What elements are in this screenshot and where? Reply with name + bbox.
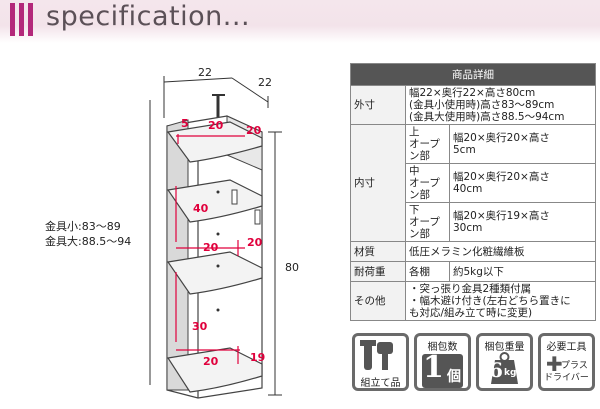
tools-line1: プラス <box>561 361 588 371</box>
other-line3: も対応/組み立て時に変更) <box>409 307 533 319</box>
inner-low-v2: 30cm <box>453 222 483 234</box>
dim-mid-opening-depth: 20 <box>247 236 263 249</box>
dim-top-opening-depth: 20 <box>246 124 262 137</box>
outer-size-line1: 幅22×奥行22×高さ80cm <box>409 87 536 99</box>
inner-mid-v1: 幅20×奥行20×高さ <box>453 171 550 183</box>
assembly-box: 組立て品 <box>352 333 409 391</box>
inner-top-sub2: オープン部 <box>409 138 440 162</box>
inner-mid-v2: 40cm <box>453 183 483 195</box>
shelf-diagram <box>149 76 282 399</box>
dim-height: 80 <box>285 261 299 274</box>
package-weight-unit: kg <box>504 368 517 378</box>
load-key: 耐荷重 <box>350 261 406 282</box>
dim-low-opening-height: 30 <box>192 320 208 333</box>
inner-low-v1: 幅20×奥行19×高さ <box>453 210 550 222</box>
material-key: 材質 <box>350 241 406 262</box>
plus-icon: ✚ <box>546 352 563 376</box>
dim-top-width: 22 <box>198 66 212 79</box>
inner-mid-sub1: 中 <box>409 165 420 177</box>
weight-icon <box>491 352 518 384</box>
dim-mid-opening-height: 40 <box>193 202 209 215</box>
section-header: specification... <box>0 0 600 43</box>
inner-low-label: 下 オープン部 <box>405 202 450 242</box>
spec-table-head: 商品詳細 <box>350 63 596 86</box>
info-icons: 組立て品 梱包数 1 個 梱包重量 6 kg 必要工具 ✚ プラス ドライバー <box>352 333 598 401</box>
dim-top-opening-width: 20 <box>208 119 224 132</box>
other-line2: ・幅木避け付き(左右どちら置きに <box>409 295 571 307</box>
inner-low-sub1: 下 <box>409 204 420 216</box>
assembly-label: 組立て品 <box>360 378 401 389</box>
inner-top-value: 幅20×奥行20×高さ 5cm <box>449 124 596 164</box>
inner-top-sub1: 上 <box>409 126 420 138</box>
inner-mid-label: 中 オープン部 <box>405 163 450 203</box>
dim-top-opening-height: 5 <box>181 117 189 130</box>
material-value: 低圧メラミン化粧繊維板 <box>405 241 596 262</box>
inner-top-v1: 幅20×奥行20×高さ <box>453 132 550 144</box>
required-tools-box: 必要工具 ✚ プラス ドライバー <box>538 333 595 391</box>
package-count-box: 梱包数 1 個 <box>414 333 471 391</box>
package-weight-label: 梱包重量 <box>484 342 525 353</box>
load-sub: 各棚 <box>405 261 450 282</box>
package-count-unit: 個 <box>447 369 461 385</box>
dim-top-depth: 22 <box>258 76 272 89</box>
outer-size-key: 外寸 <box>350 85 406 125</box>
other-value: ・突っ張り金具2種類付属 ・幅木避け付き(左右どちら置きに も対応/組み立て時に… <box>405 281 596 321</box>
outer-size-line2: (金具小使用時)高さ83～89cm <box>409 99 555 111</box>
section-title: specification... <box>46 1 251 32</box>
dim-low-opening-depth: 19 <box>250 351 266 364</box>
tools-wrench-icon <box>360 340 393 370</box>
dim-mid-opening-width: 20 <box>203 241 219 254</box>
package-weight-value: 6 <box>489 358 503 382</box>
package-count-panel <box>422 354 463 388</box>
package-weight-box: 梱包重量 6 kg <box>476 333 533 391</box>
inner-top-label: 上 オープン部 <box>405 124 450 164</box>
header-bar-3 <box>28 3 33 36</box>
inner-size-key: 内寸 <box>350 124 406 242</box>
tools-line2: ドライバー <box>544 373 589 383</box>
header-bar-1 <box>10 3 15 36</box>
required-tools-label: 必要工具 <box>546 342 587 353</box>
inner-low-value: 幅20×奥行19×高さ 30cm <box>449 202 596 242</box>
other-key: その他 <box>350 281 406 321</box>
outer-size-value: 幅22×奥行22×高さ80cm (金具小使用時)高さ83～89cm (金具大使用… <box>405 85 596 125</box>
shelf-drawing: 22 22 80 金具小:83～89 金具大:88.5～94 5 20 20 4… <box>0 50 345 405</box>
other-line1: ・突っ張り金具2種類付属 <box>409 283 532 295</box>
load-value: 約5kg以下 <box>449 261 596 282</box>
package-count-value: 1 <box>423 350 444 385</box>
inner-mid-sub2: オープン部 <box>409 177 440 201</box>
outer-size-line3: (金具大使用時)高さ88.5～94cm <box>409 111 565 123</box>
inner-top-v2: 5cm <box>453 144 476 156</box>
dim-low-opening-width: 20 <box>203 355 219 368</box>
package-count-label: 梱包数 <box>427 342 458 353</box>
fitting-small-range: 金具小:83～89 <box>45 220 121 233</box>
fitting-large-range: 金具大:88.5～94 <box>45 235 132 248</box>
inner-mid-value: 幅20×奥行20×高さ 40cm <box>449 163 596 203</box>
spec-table: 商品詳細 外寸 幅22×奥行22×高さ80cm (金具小使用時)高さ83～89c… <box>350 63 596 321</box>
inner-low-sub2: オープン部 <box>409 216 440 240</box>
header-bar-2 <box>19 3 24 36</box>
